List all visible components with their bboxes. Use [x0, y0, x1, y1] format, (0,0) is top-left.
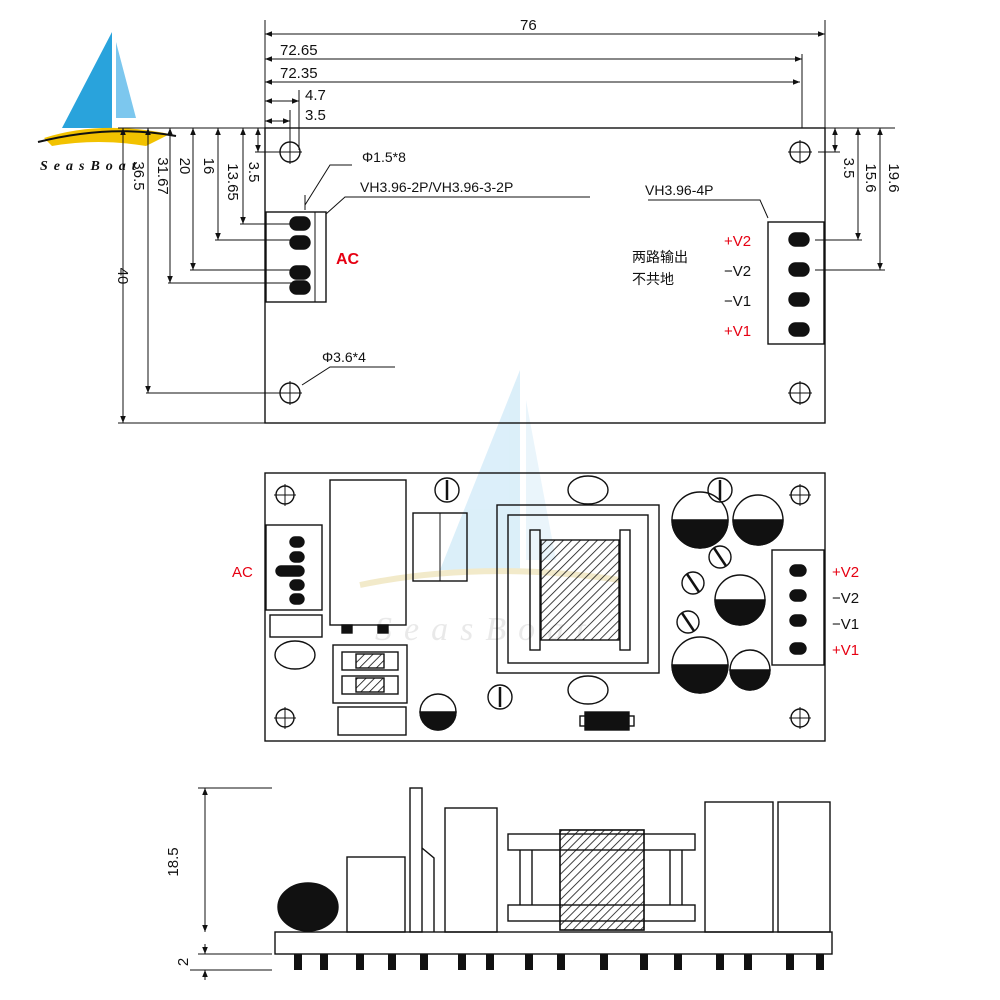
dim-width-3-5: 3.5 — [305, 107, 326, 124]
mount-hole-top-right-icon — [788, 140, 812, 164]
dim-height-31-67: 31.67 — [154, 157, 171, 195]
side-box-4 — [777, 801, 831, 933]
logo-text: SeasBoat — [40, 159, 142, 174]
side-box-1 — [346, 856, 406, 933]
callout-output-connector: VH3.96-4P — [645, 182, 713, 198]
component-small-box — [269, 614, 323, 638]
component-oval-bottom — [567, 675, 609, 705]
mount-hole-bottom-right-icon — [788, 381, 812, 405]
top-view — [118, 20, 895, 424]
side-transformer — [507, 829, 696, 931]
dim-height-20: 20 — [176, 158, 193, 175]
component-small-cap-icon — [708, 545, 732, 569]
logo-sail-secondary-icon — [116, 42, 136, 118]
component-cap-icon — [434, 477, 460, 503]
component-thermistor — [274, 640, 316, 670]
component-hole-icon — [274, 484, 296, 506]
dim-height-13-65: 13.65 — [224, 163, 241, 201]
watermark-sail-secondary-icon — [526, 400, 556, 560]
dim-height-16: 16 — [200, 158, 217, 175]
side-view-labels: 18.5 2 — [165, 847, 192, 966]
side-box-2 — [444, 807, 498, 933]
component-hole-icon — [789, 484, 811, 506]
logo-sail-main-icon — [62, 32, 112, 128]
component-pin-plus-v1: +V1 — [832, 642, 859, 659]
component-cap-icon — [419, 693, 457, 731]
brand-logo: SeasBoat — [37, 32, 177, 174]
component-smd-part — [584, 711, 630, 731]
output-note-line1: 两路输出 — [632, 249, 688, 265]
dim-height-19-6: 19.6 — [885, 163, 902, 192]
callout-small-holes: Φ1.5*8 — [362, 149, 406, 165]
component-board-outline — [264, 472, 826, 742]
component-output-cap-icon — [714, 574, 766, 626]
dim-side-height: 18.5 — [165, 847, 182, 876]
input-connector — [265, 211, 327, 303]
side-view — [190, 787, 833, 980]
component-cap-icon — [487, 684, 513, 710]
component-hole-icon — [274, 707, 296, 729]
component-small-cap-icon — [676, 610, 700, 634]
side-tall-cap — [409, 787, 423, 933]
dim-height-36-5: 36.5 — [130, 161, 147, 190]
dim-width-76: 76 — [520, 17, 537, 34]
mount-hole-bottom-left-icon — [278, 381, 302, 405]
dim-height-15-6: 15.6 — [862, 163, 879, 192]
top-pin-minus-v2: −V2 — [724, 263, 751, 280]
component-output-cap-icon — [732, 494, 784, 546]
output-note-line2: 不共地 — [632, 271, 674, 287]
component-small-cap-icon — [707, 477, 733, 503]
top-board-outline — [264, 127, 826, 424]
component-transformer — [496, 504, 660, 674]
top-pin-plus-v2: +V2 — [724, 233, 751, 250]
callout-input-connector: VH3.96-2P/VH3.96-3-2P — [360, 179, 513, 195]
dim-width-4-7: 4.7 — [305, 87, 326, 104]
component-pin-plus-v2: +V2 — [832, 564, 859, 581]
component-bottom-box — [337, 706, 407, 736]
dim-height-3-5-right: 3.5 — [840, 158, 857, 179]
component-small-cap-icon — [681, 571, 705, 595]
component-fuse-block — [329, 479, 407, 626]
dim-height-3-5-left: 3.5 — [245, 162, 262, 183]
component-output-cap-icon — [729, 649, 771, 691]
top-view-labels: 76 72.65 72.35 4.7 3.5 40 36.5 31.67 20 … — [114, 17, 902, 365]
side-pcb — [274, 931, 833, 955]
component-oval-top — [567, 475, 609, 505]
component-output-cap-icon — [671, 491, 729, 549]
dim-width-72-35: 72.35 — [280, 65, 318, 82]
side-box-3 — [704, 801, 774, 933]
component-choke — [332, 644, 408, 704]
component-output-cap-icon — [671, 636, 729, 694]
component-input-connector — [265, 524, 323, 611]
dim-side-pin: 2 — [175, 958, 192, 966]
top-pin-minus-v1: −V1 — [724, 293, 751, 310]
output-connector — [767, 221, 825, 345]
component-output-connector — [771, 549, 825, 666]
component-pin-minus-v2: −V2 — [832, 590, 859, 607]
component-view-labels: AC +V2 −V2 −V1 +V1 — [232, 564, 859, 659]
component-pin-minus-v1: −V1 — [832, 616, 859, 633]
dim-height-40: 40 — [114, 268, 131, 285]
side-thermistor — [277, 882, 339, 932]
component-hole-icon — [789, 707, 811, 729]
side-pins — [294, 954, 824, 970]
top-ac-label: AC — [336, 251, 360, 268]
logo-swoosh-icon — [37, 130, 177, 143]
dim-width-72-65: 72.65 — [280, 42, 318, 59]
watermark-sail-icon — [440, 370, 520, 570]
top-pin-plus-v1: +V1 — [724, 323, 751, 340]
component-view — [264, 472, 826, 742]
component-ac-label: AC — [232, 564, 253, 581]
mount-hole-top-left-icon — [278, 140, 302, 164]
callout-mount-holes: Φ3.6*4 — [322, 349, 366, 365]
